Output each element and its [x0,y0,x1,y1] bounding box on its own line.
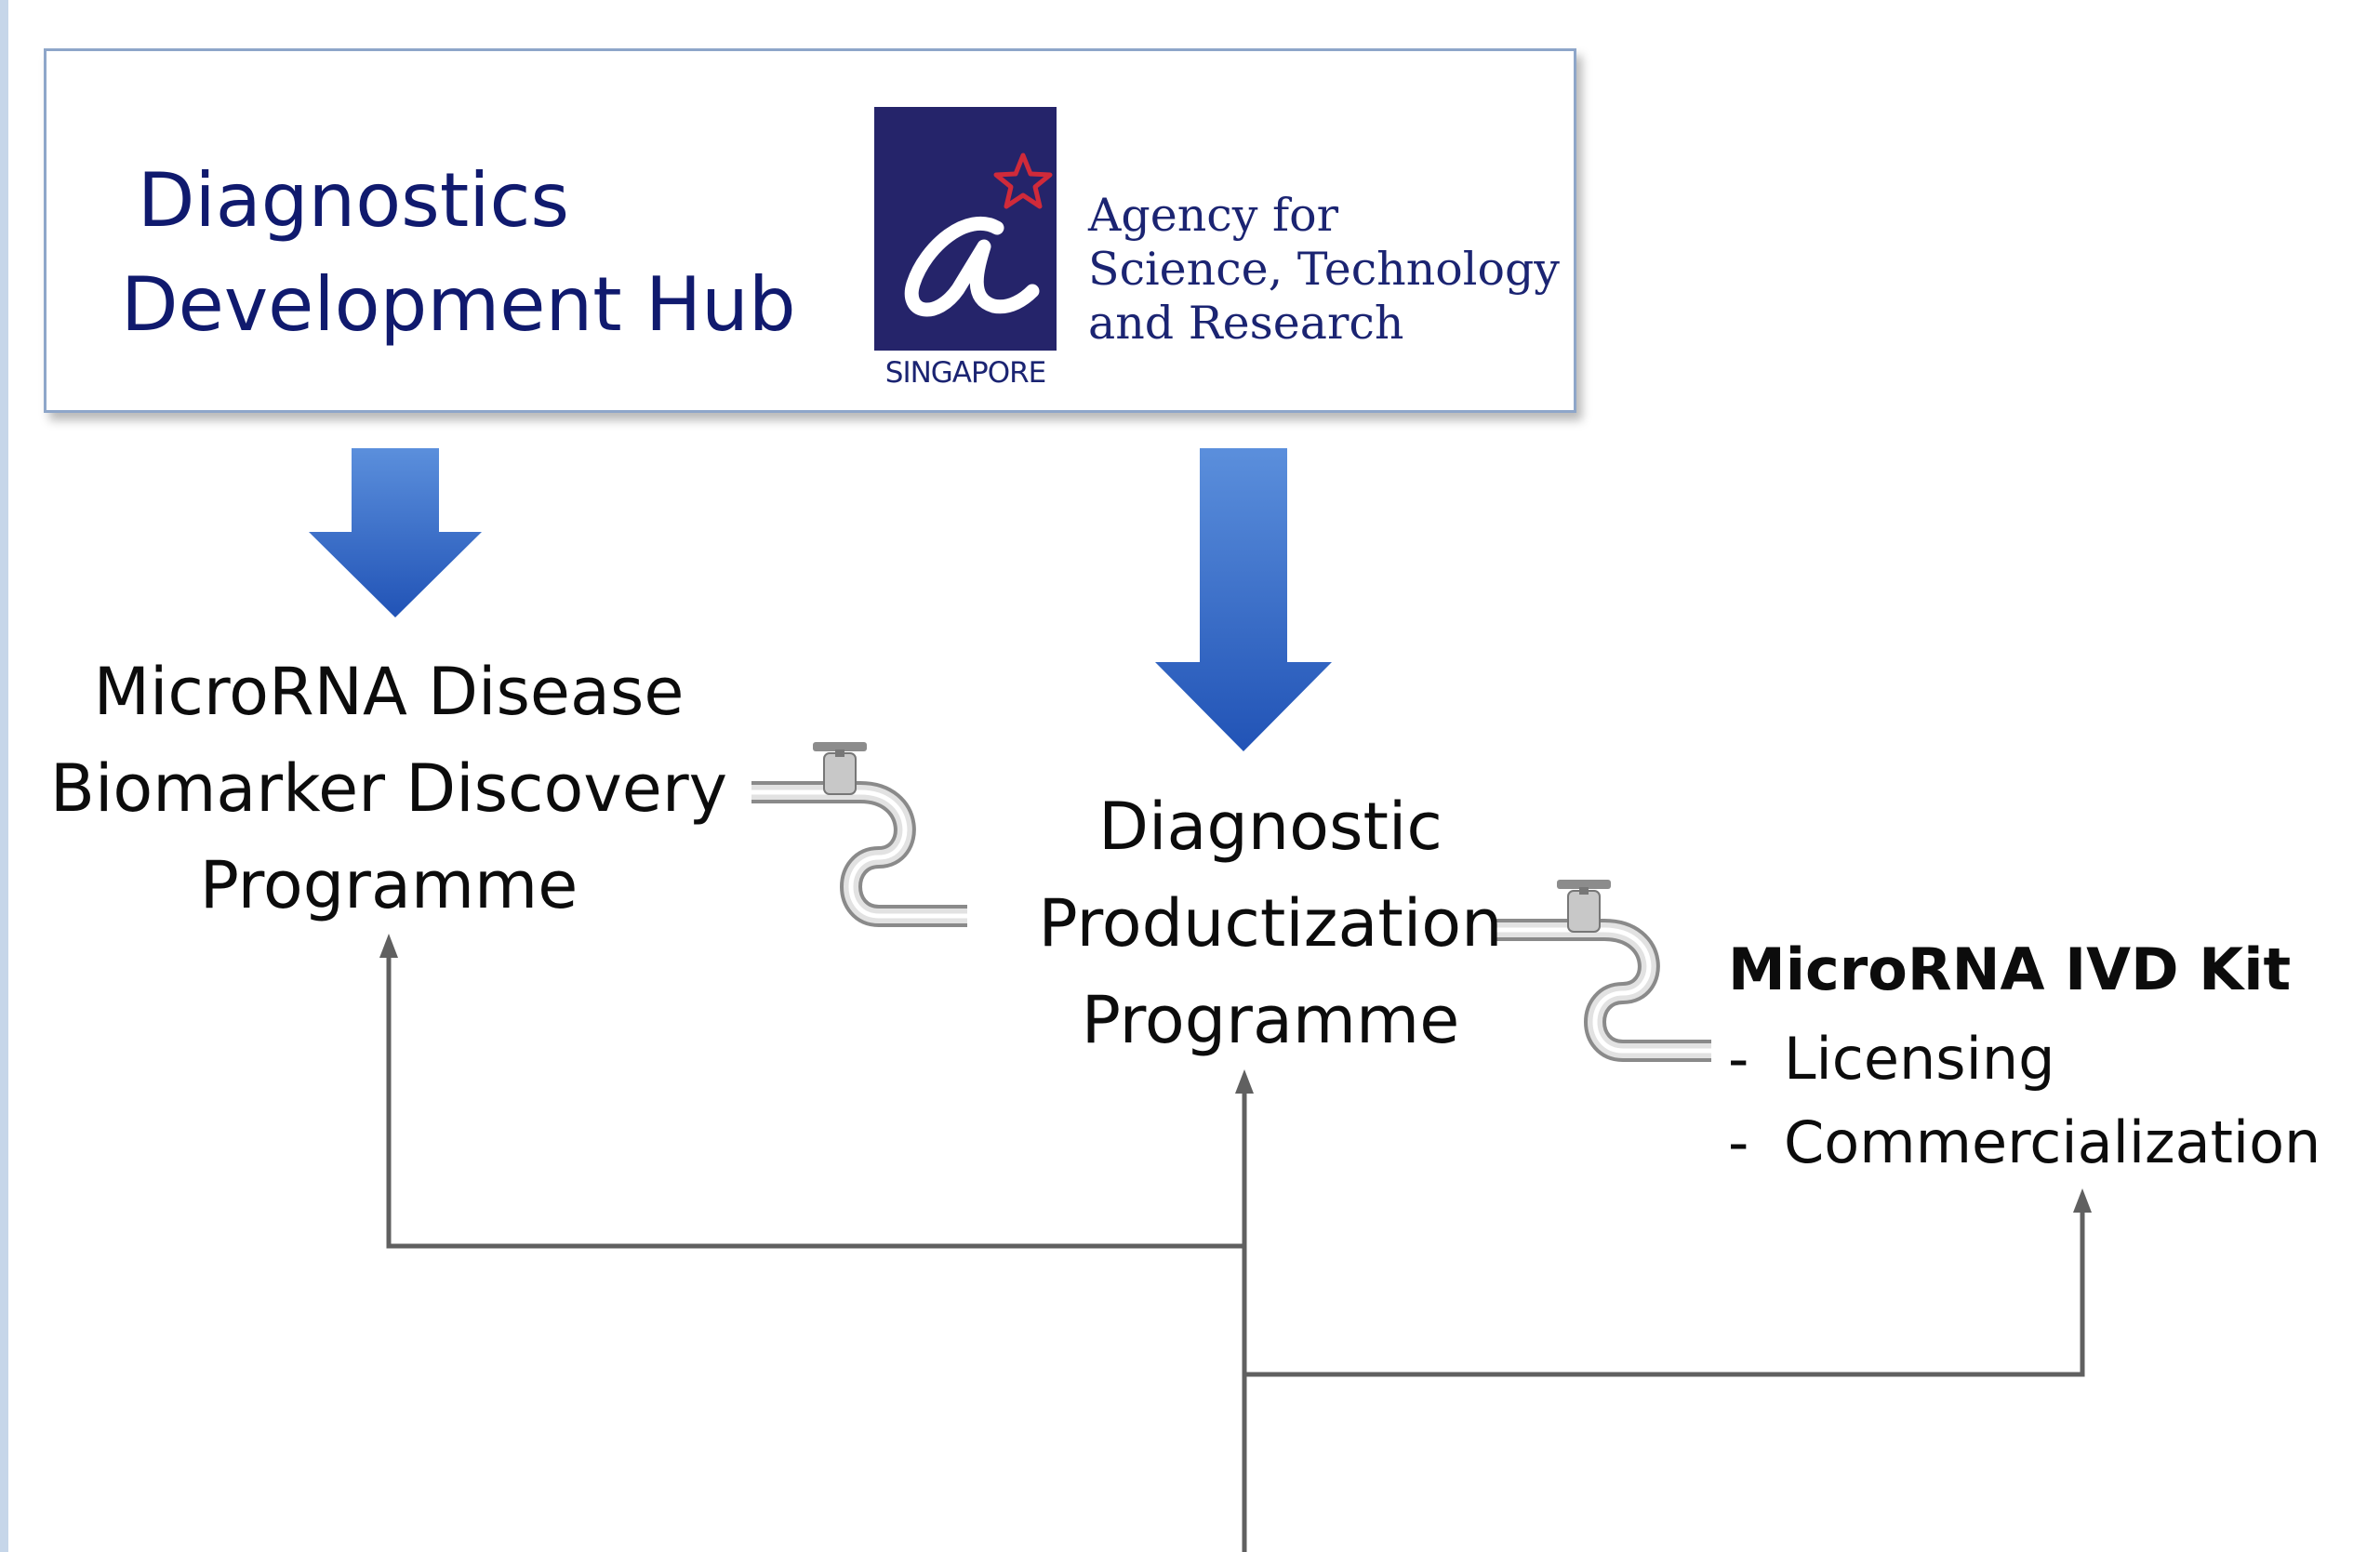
astar-logo [874,107,1057,351]
pipe-valve-icon [751,742,967,927]
logo-name-line1: Agency for [1088,189,1339,242]
connector-lines [386,954,2085,1552]
ivd-kit-block: MicroRNA IVD Kit -Licensing -Commerciali… [1728,922,2320,1185]
hub-header-box: Diagnostics Development Hub SINGAPORE Ag… [44,48,1576,413]
down-arrow-icon [1155,448,1332,751]
kit-item-dash: - [1728,1108,1749,1176]
logo-name-line2: Science, Technology [1088,243,1560,296]
logo-country: SINGAPORE [884,356,1046,390]
slide-edge-bar [0,0,8,1552]
discovery-line2: Biomarker Discovery [49,750,728,827]
discovery-programme-label: MicroRNA Disease Biomarker Discovery Pro… [37,643,740,934]
connector-arrow-icon [379,934,398,958]
productization-programme-label: Diagnostic Productization Programme [986,778,1555,1068]
discovery-line1: MicroRNA Disease [93,654,685,730]
kit-item-commercialization: -Commercialization [1728,1101,2320,1185]
productization-line1: Diagnostic [1098,789,1443,865]
connector-arrow-icon [2073,1188,2092,1213]
productization-line3: Programme [1081,982,1460,1058]
connector-arrow-icon [1235,1069,1254,1094]
kit-item-label: Licensing [1784,1025,2055,1093]
kit-item-licensing: -Licensing [1728,1017,2320,1101]
kit-title: MicroRNA IVD Kit [1728,935,2292,1003]
connector-to-kit [1244,1209,2085,1377]
connector-to-discovery [386,954,1244,1249]
kit-item-dash: - [1728,1025,1749,1093]
pipe-valve-icon [1496,880,1711,1062]
productization-line2: Productization [1038,885,1503,962]
discovery-line3: Programme [199,847,578,923]
down-arrow-icon [309,448,482,617]
kit-item-label: Commercialization [1784,1108,2321,1176]
logo-agency-name: Agency for Science, Technology and Resea… [1088,189,1560,351]
logo-letter-a-icon [904,216,1040,317]
hub-title-line1: Diagnostics [137,157,570,244]
star-icon [993,153,1053,209]
logo-name-line3: and Research [1088,297,1404,350]
